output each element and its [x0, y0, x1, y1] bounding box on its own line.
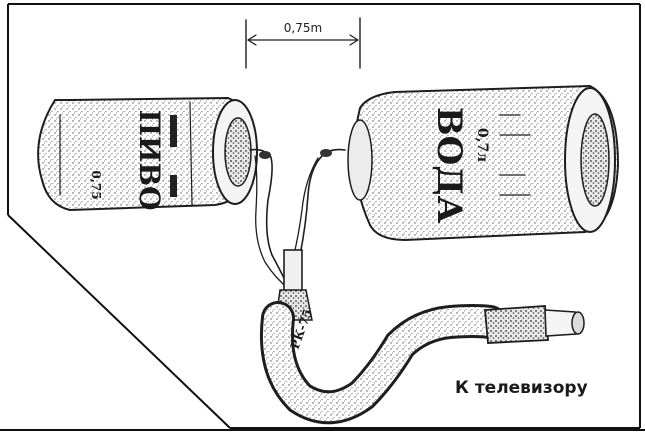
frame [0, 3, 645, 431]
left-can: ПИВО 0,75 [37, 96, 258, 212]
dimension-marker: 0,75m [245, 17, 361, 69]
terminal-left [259, 151, 271, 159]
right-can-label: ВОДА [429, 107, 469, 224]
right-can-volume: 0,7л [474, 128, 490, 162]
tv-plug [484, 305, 585, 344]
tv-label: К телевизору [455, 378, 588, 398]
left-can-label: ПИВО [133, 110, 166, 211]
terminal-right [320, 149, 332, 157]
can-stripe [170, 115, 177, 147]
dimension-label: 0,75m [284, 21, 322, 35]
can-stripe [170, 175, 177, 197]
right-can: ВОДА 0,7л [347, 84, 620, 242]
left-can-volume: 0,75 [89, 170, 103, 199]
